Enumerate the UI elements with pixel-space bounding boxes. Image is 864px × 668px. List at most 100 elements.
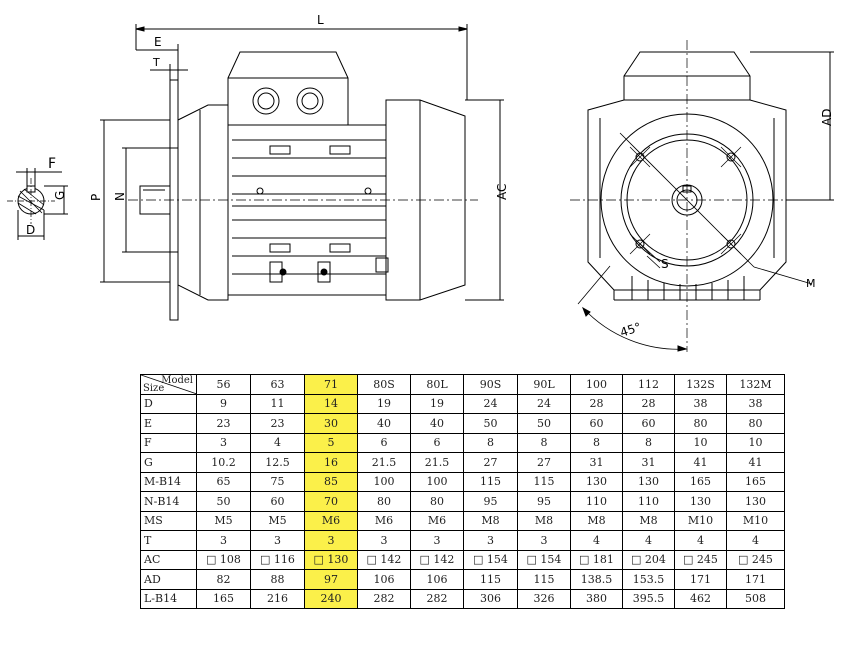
table-cell: □ 204 (622, 549, 675, 570)
table-cell: 4 (674, 530, 727, 551)
table-cell: 50 (196, 491, 251, 512)
table-cell: □ 181 (570, 549, 623, 570)
table-cell: 380 (570, 588, 623, 609)
label-shaft-diameter: D (26, 223, 35, 237)
table-cell: 19 (410, 393, 464, 414)
table-cell: 28 (622, 393, 675, 414)
table-cell: □ 116 (250, 549, 305, 570)
table-cell: □ 245 (726, 549, 785, 570)
table-cell: 4 (622, 530, 675, 551)
table-cell: 3 (463, 530, 518, 551)
table-cell: 41 (674, 452, 727, 473)
row-label: MS (140, 510, 197, 531)
table-cell: 24 (463, 393, 518, 414)
table-cell: 38 (674, 393, 727, 414)
table-cell: 27 (517, 452, 571, 473)
cable-gland-right (296, 87, 324, 115)
side-view (100, 24, 504, 321)
table-cell: 115 (517, 569, 571, 590)
label-spigot-diameter: N (113, 192, 127, 201)
table-cell: 60 (250, 491, 305, 512)
table-cell: 3 (196, 432, 251, 453)
table-cell: 115 (517, 471, 571, 492)
row-label: D (140, 393, 197, 414)
table-cell: 82 (196, 569, 251, 590)
label-flange-offset: E (154, 35, 162, 49)
table-cell: 306 (463, 588, 518, 609)
row-label: E (140, 413, 197, 434)
table-cell: 28 (570, 393, 623, 414)
table-cell: 75 (250, 471, 305, 492)
table-cell: 88 (250, 569, 305, 590)
table-cell: □ 154 (517, 549, 571, 570)
table-cell: M5 (250, 510, 305, 531)
table-cell: 153.5 (622, 569, 675, 590)
row-label: AC (140, 549, 197, 570)
label-flange-thickness: T (152, 56, 160, 69)
table-cell: 11 (250, 393, 305, 414)
table-cell: 6 (410, 432, 464, 453)
row-label: T (140, 530, 197, 551)
table-cell: 4 (250, 432, 305, 453)
table-cell: 10.2 (196, 452, 251, 473)
model-header: 80L (410, 374, 464, 395)
table-cell: □ 142 (410, 549, 464, 570)
table-cell: 100 (410, 471, 464, 492)
label-pitch-circle: M (806, 277, 816, 290)
table-cell: 80 (674, 413, 727, 434)
table-cell: 3 (410, 530, 464, 551)
table-cell-highlighted: M6 (304, 510, 358, 531)
table-cell: 110 (570, 491, 623, 512)
table-cell: M8 (517, 510, 571, 531)
table-cell: 4 (570, 530, 623, 551)
table-cell: M6 (357, 510, 411, 531)
motor-body (227, 124, 387, 296)
table-cell: 24 (517, 393, 571, 414)
spec-table: Model Size 56 63 71 80S 80L 90S 90L 100 … (140, 374, 785, 609)
table-cell: 326 (517, 588, 571, 609)
corner-model-label: Model (161, 375, 193, 386)
table-cell: 3 (517, 530, 571, 551)
table-cell: 165 (674, 471, 727, 492)
table-cell: 95 (517, 491, 571, 512)
table-cell: 165 (196, 588, 251, 609)
table-cell-highlighted: 3 (304, 530, 358, 551)
model-header: 132S (674, 374, 727, 395)
front-view (570, 40, 834, 352)
table-cell: 27 (463, 452, 518, 473)
table-cell-highlighted: 70 (304, 491, 358, 512)
table-cell: 3 (357, 530, 411, 551)
table-cell: 23 (250, 413, 305, 434)
label-key-width: F (48, 156, 56, 172)
table-cell: 60 (622, 413, 675, 434)
row-label: AD (140, 569, 197, 590)
table-cell: 3 (196, 530, 251, 551)
table-cell-highlighted: 30 (304, 413, 358, 434)
table-cell: 115 (463, 569, 518, 590)
label-overall-length: L (317, 13, 324, 27)
table-cell: □ 245 (674, 549, 727, 570)
table-cell: 171 (674, 569, 727, 590)
table-cell: 282 (357, 588, 411, 609)
table-cell-highlighted: 97 (304, 569, 358, 590)
table-cell-highlighted: 16 (304, 452, 358, 473)
table-cell: 106 (410, 569, 464, 590)
table-cell: 130 (674, 491, 727, 512)
model-header: 100 (570, 374, 623, 395)
table-cell-highlighted: 14 (304, 393, 358, 414)
table-cell: 8 (463, 432, 518, 453)
table-cell: □ 108 (196, 549, 251, 570)
table-cell: 8 (570, 432, 623, 453)
table-cell: M5 (196, 510, 251, 531)
table-cell: 8 (517, 432, 571, 453)
label-flange-diameter: P (89, 194, 103, 201)
table-cell: 50 (463, 413, 518, 434)
table-cell: 10 (674, 432, 727, 453)
table-row: AC□ 108□ 116□ 130□ 142□ 142□ 154□ 154□ 1… (140, 549, 785, 570)
